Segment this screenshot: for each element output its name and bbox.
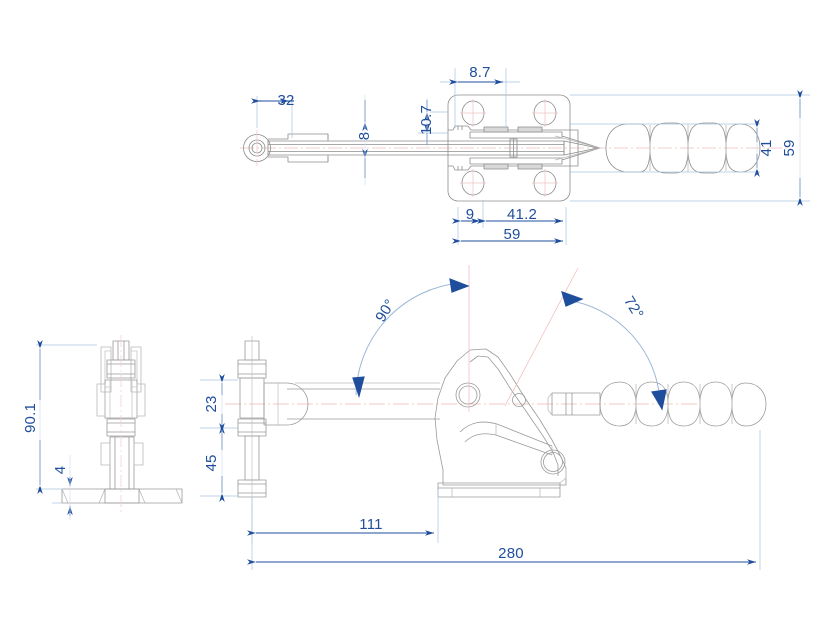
dim-label-90-1: 90.1: [22, 403, 39, 433]
dim-label-41-2: 41.2: [507, 206, 537, 223]
front-view-geometry: [61, 335, 183, 515]
dim-label-280: 280: [498, 545, 524, 562]
side-view-dimensions: [200, 374, 761, 570]
front-view-dimensions: [36, 340, 97, 520]
dim-label-8: 8: [356, 132, 373, 141]
side-view-geometry: [225, 336, 767, 515]
dim-label-10-7: 10.7: [418, 105, 435, 135]
dim-label-9: 9: [466, 206, 475, 223]
dim-label-59-right: 59: [781, 139, 798, 156]
dim-label-45: 45: [203, 454, 220, 471]
dim-label-59-bottom: 59: [503, 226, 520, 243]
dim-label-32: 32: [277, 92, 294, 109]
dim-label-4: 4: [52, 466, 69, 475]
dim-label-23: 23: [203, 395, 220, 412]
dim-label-41: 41: [758, 139, 775, 156]
dim-label-8-7: 8.7: [469, 64, 490, 81]
dim-label-111: 111: [359, 516, 382, 533]
angle-dimensions: [352, 265, 667, 412]
top-view-dimensions: [251, 68, 810, 245]
